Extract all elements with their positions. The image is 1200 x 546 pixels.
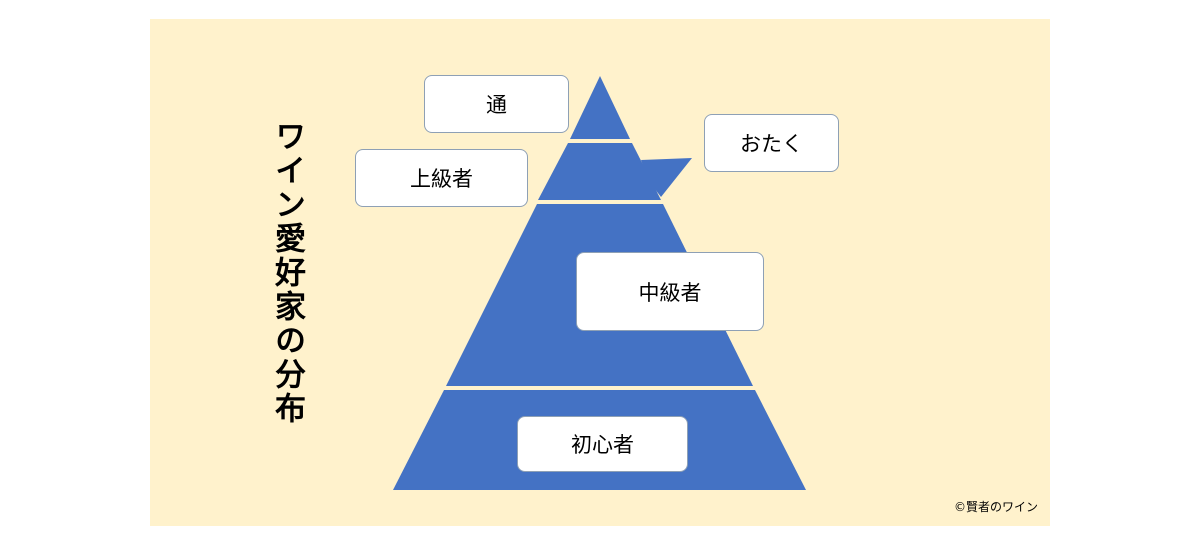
label-chuukyuu: 中級者 [576, 252, 764, 331]
copyright-text: ©賢者のワイン [953, 500, 1038, 514]
label-shoshin: 初心者 [517, 416, 688, 472]
otaku-callout-tail [641, 158, 692, 197]
label-tsu: 通 [424, 75, 569, 133]
diagram-title: ワイン愛好家の分布 [269, 120, 305, 426]
pyramid-tier-upper [538, 143, 661, 200]
label-otaku: おたく [704, 114, 839, 172]
label-joukyuu: 上級者 [355, 149, 528, 207]
pyramid-tier-top [570, 76, 630, 139]
